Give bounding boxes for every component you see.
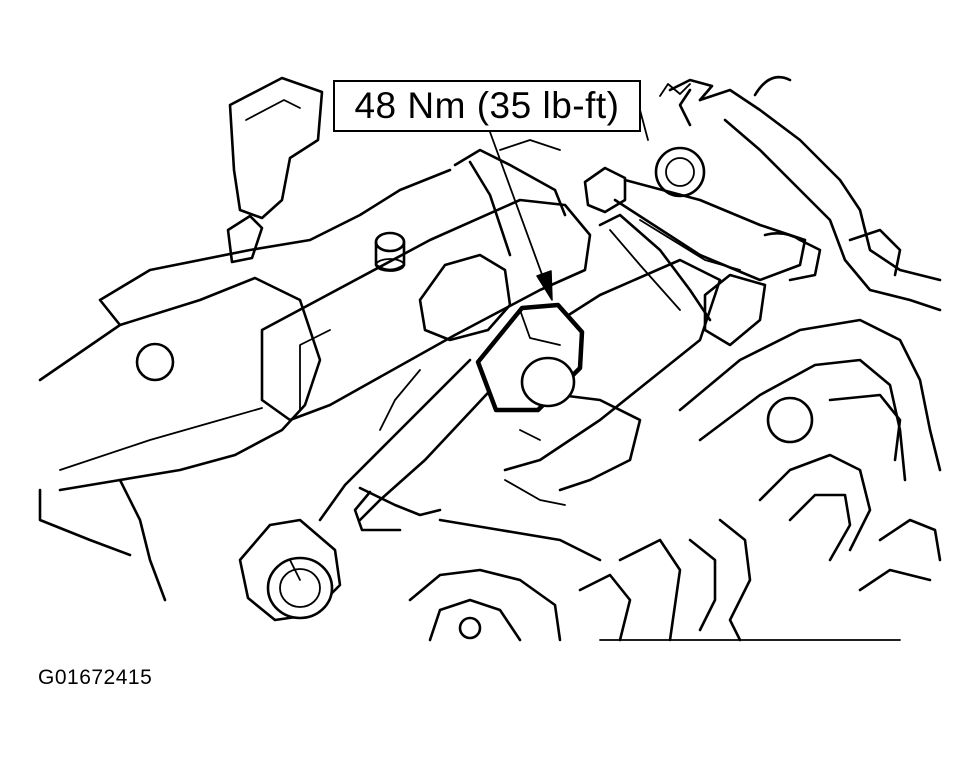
hex-bolt: [475, 302, 585, 413]
torque-callout: 48 Nm (35 lb-ft): [333, 80, 641, 132]
upper-left-casting: [226, 76, 324, 264]
lower-right-casting: [408, 318, 942, 642]
linkage-rod: [318, 358, 502, 532]
right-lever-arm: [583, 166, 822, 347]
torque-label: 48 Nm (35 lb-ft): [354, 85, 620, 126]
upper-right-casting: [639, 75, 942, 312]
left-bracket-arm: [38, 168, 452, 602]
callout-arrow: [489, 131, 553, 301]
center-housing: [438, 213, 722, 562]
bushing-cup: [238, 518, 342, 622]
dowel-pin: [374, 231, 406, 272]
lever-body: [260, 139, 592, 422]
figure-id: G01672415: [38, 666, 153, 689]
